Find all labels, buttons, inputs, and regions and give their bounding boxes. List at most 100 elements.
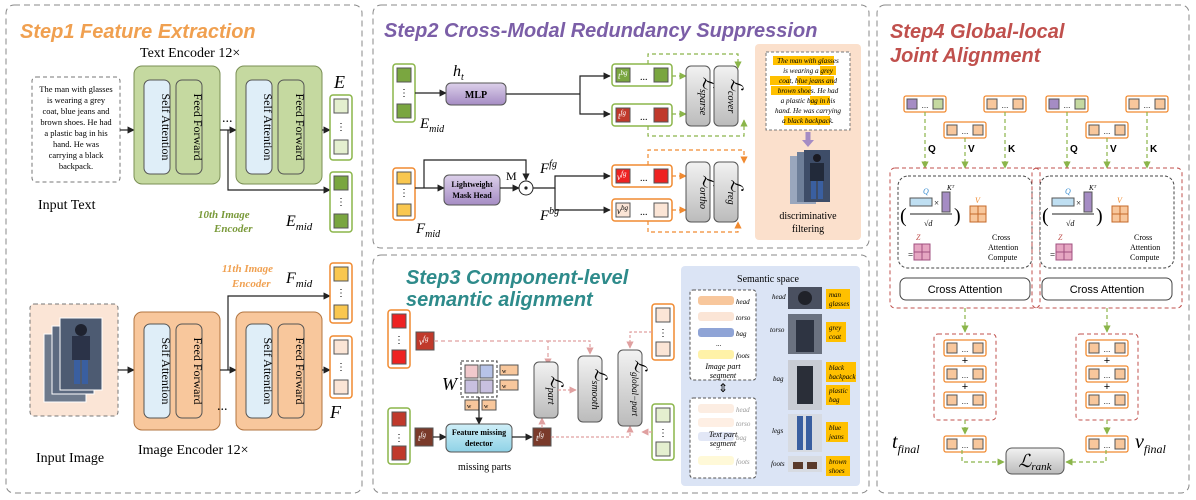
svg-text:⋮: ⋮ [658,328,668,339]
row-label: foots [771,460,785,468]
F-mid-label-2: Fmid [415,221,441,240]
input-image-label: Input Image [36,451,104,466]
plus-sign: + [1104,355,1110,367]
local-token: ... [943,339,987,357]
svg-text:×: × [934,198,939,208]
image-part-label: torso [736,314,751,322]
input-text-lines: The man with glasses is wearing a grey c… [39,84,112,171]
local-token: ... [1085,339,1129,357]
step3-panel [372,254,870,494]
mask-head-box [443,174,501,206]
filtered-person-images [790,150,830,204]
semantic-row-images [788,287,822,472]
compute-label: Attention [988,243,1018,252]
filtered-text-lines: The man with glasses is wearing a grey c… [775,57,841,125]
input-text-line: coat, blue jeans and [42,106,110,116]
svg-text:...: ... [1104,441,1111,450]
step3-title: Step3 Component-level [406,267,629,289]
svg-text:⋮: ⋮ [336,122,346,133]
svg-text:...: ... [922,101,929,110]
feature-missing-detector [445,423,513,453]
tag-word: coat [829,333,842,341]
mlp-label: MLP [465,90,487,101]
svg-text:×: × [1076,198,1081,208]
svg-text:...: ... [640,112,648,123]
svg-text:Q: Q [923,187,929,196]
v-fg-token-label: vfg [419,335,429,347]
feed-forward-box [175,323,203,419]
cross-attention-label: Cross Attention [928,284,1003,296]
E-mid-label: Emid [285,213,313,233]
cross-attention-box [1041,277,1173,301]
feed-forward-box [277,79,305,175]
ellipsis: ... [217,399,228,414]
V-label: V [968,144,975,155]
svg-text:...: ... [640,72,648,83]
feed-forward-label: Feed Forward [191,338,205,405]
step1-panel [5,4,363,494]
text-encoder-label: Text Encoder 12× [140,46,240,61]
v-fg-label: vfg [617,170,627,182]
w-label: w [467,404,472,410]
semantic-row-labels: head torso bag legs foots [770,293,786,468]
attention-module [1031,167,1183,309]
svg-text:(: ( [900,205,907,227]
cross-attention-label: Cross Attention [1070,284,1145,296]
local-token: ... [1085,391,1129,409]
self-attention-box [143,323,171,419]
cross-attention-box [899,277,1031,301]
svg-text:...: ... [1104,371,1111,380]
row-label: bag [773,375,784,383]
filter-label-2: filtering [792,224,824,235]
plus-sign: + [962,381,968,393]
self-attention-box [143,79,171,175]
filtered-text-line: brown shoes. He had [778,87,839,95]
svg-text:Z: Z [916,233,921,242]
t-fg-token-out-label: tfg [536,431,544,443]
svg-text:⋮: ⋮ [336,197,346,208]
mask-head-label-2: Mask Head [452,191,492,200]
image-part-label: bag [736,330,747,338]
image-part-segment-label: Image part [704,362,741,371]
Q-label: Q [928,144,936,155]
self-attention-label: Self Attention [159,94,173,161]
svg-text:⋮: ⋮ [336,362,346,373]
self-attention-label: Self Attention [261,338,275,405]
filtered-text-line: a plastic bag in his [781,97,836,105]
semantic-tags: man glasses grey coat black backpack pla… [826,289,856,476]
image-part-label: foots [736,352,750,360]
tag-word: black [829,364,845,372]
tag-word: blue [829,424,841,432]
input-text-line: hand. He was [53,139,99,149]
svg-text:...: ... [1104,127,1111,136]
ellipsis: ... [222,111,233,126]
svg-text:Z: Z [1058,233,1063,242]
sqrt-d-label: √d [1066,219,1075,228]
L-reg-box [713,161,739,223]
input-text-line: backpack. [59,161,93,171]
row-label: legs [772,427,784,435]
detector-label: Feature missing [452,428,506,437]
filtered-text-highlights [770,56,836,125]
svg-text:...: ... [962,441,969,450]
svg-text:⋮: ⋮ [394,433,404,444]
input-text-label: Input Text [38,198,96,213]
row-label: head [772,293,786,301]
self-attention-label: Self Attention [159,338,173,405]
feed-forward-label: Feed Forward [293,94,307,161]
text-part-label: torso [736,420,751,428]
F-fg-label: Ffg [539,159,557,177]
t-final-label: tfinal [892,431,920,456]
t-fg-label: tfg [618,109,626,121]
h-t-label: ht [453,63,464,83]
image-part-segment-label-2: segment [710,371,737,380]
svg-text:...: ... [962,345,969,354]
L-sparse-label: ℒsparse [697,77,718,116]
feed-forward-box [175,79,203,175]
tag-word: grey [829,324,842,332]
svg-text:(: ( [1042,205,1049,227]
row-label: torso [770,326,785,334]
L-smooth-label: ℒsmooth [589,368,610,409]
E-mid-label-2: Emid [419,116,445,135]
